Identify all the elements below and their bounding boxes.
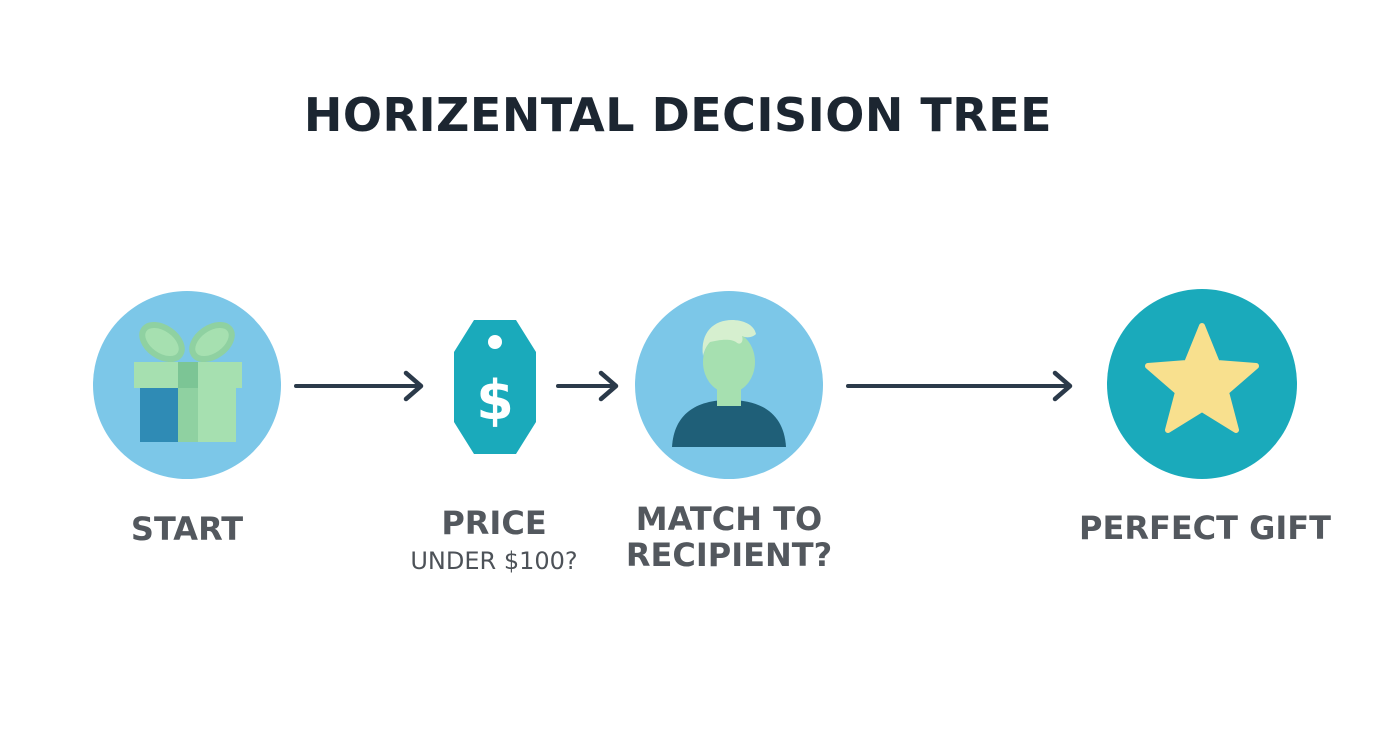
start-label: START [130, 510, 244, 548]
price-sublabel: UNDER $100? [410, 547, 578, 575]
person-icon [635, 291, 823, 479]
perfect-gift-label: PERFECT GIFT [1079, 509, 1331, 547]
diagram-title: HORIZENTAL DECISION TREE [303, 88, 1053, 142]
svg-text:$: $ [476, 369, 514, 432]
price-tag-icon: $ [454, 320, 536, 454]
arrow-start-to-price [294, 370, 424, 402]
star-icon [1107, 289, 1297, 479]
gift-icon [93, 291, 281, 479]
match-label-line1: MATCH TO [635, 500, 823, 538]
price-label: PRICE [441, 504, 547, 542]
match-label-line2: RECIPIENT? [625, 536, 833, 574]
arrow-match-to-perfect [846, 370, 1073, 402]
arrow-price-to-match [556, 370, 619, 402]
